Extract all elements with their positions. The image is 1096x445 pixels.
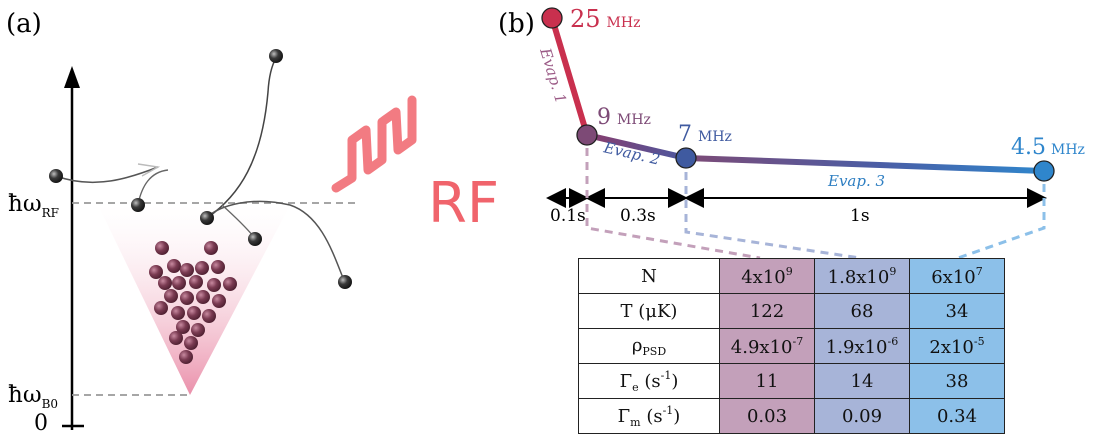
results-table: N 4x109 1.8x109 6x107 T (μK) 122 68 34 ρ… bbox=[578, 258, 1005, 434]
b0-level-label: ħωB0 bbox=[8, 382, 58, 411]
connector-stage-2 bbox=[684, 172, 861, 260]
evap-3-path bbox=[683, 155, 1047, 174]
cell: 34 bbox=[909, 293, 1005, 329]
row-label-gamma-e: Γe (s-1) bbox=[578, 363, 720, 399]
trap-potential-cone bbox=[98, 205, 290, 395]
cell: 0.09 bbox=[814, 398, 910, 434]
row-label-n: N bbox=[578, 258, 720, 294]
rf-label: RF bbox=[428, 171, 499, 236]
trapped-atom-cloud bbox=[149, 241, 237, 364]
table-row: T (μK) 122 68 34 bbox=[578, 293, 1005, 329]
cell: 11 bbox=[719, 363, 815, 399]
frequency-point-25mhz bbox=[541, 7, 563, 29]
cell: 4x109 bbox=[719, 258, 815, 294]
duration-label-1: 0.1s bbox=[550, 206, 586, 226]
zero-label: 0 bbox=[34, 411, 48, 436]
duration-label-2: 0.3s bbox=[620, 206, 656, 226]
cell: 4.9x10-7 bbox=[719, 328, 815, 364]
cell: 0.34 bbox=[909, 398, 1005, 434]
table-row: N 4x109 1.8x109 6x107 bbox=[578, 258, 1005, 294]
energy-axis-arrowhead bbox=[64, 66, 80, 88]
escaping-atom bbox=[131, 198, 145, 212]
connector-stage-3 bbox=[957, 184, 1046, 260]
escaping-atom bbox=[200, 211, 214, 225]
frequency-point-4-5mhz bbox=[1033, 160, 1055, 182]
table-row: ρPSD 4.9x10-7 1.9x10-6 2x10-5 bbox=[578, 328, 1005, 364]
trajectory-left-arrowhead bbox=[137, 163, 161, 177]
cell: 1.9x10-6 bbox=[814, 328, 910, 364]
cell: 6x107 bbox=[909, 258, 1005, 294]
cell: 2x10-5 bbox=[909, 328, 1005, 364]
rf-level-label: ħωRF bbox=[8, 191, 59, 220]
frequency-point-7mhz bbox=[675, 147, 697, 169]
row-label-psd: ρPSD bbox=[578, 328, 720, 364]
escaping-atom bbox=[49, 169, 63, 183]
cell: 14 bbox=[814, 363, 910, 399]
escaping-atom bbox=[338, 275, 352, 289]
evap-2-path bbox=[584, 132, 689, 161]
trajectory-right bbox=[205, 200, 344, 279]
panel-a-label: (a) bbox=[6, 9, 42, 39]
table-row: Γm (s-1) 0.03 0.09 0.34 bbox=[578, 398, 1005, 434]
rf-wave-icon bbox=[331, 95, 417, 193]
cell: 1.8x109 bbox=[814, 258, 910, 294]
cell: 0.03 bbox=[719, 398, 815, 434]
results-table-wrap: N 4x109 1.8x109 6x107 T (μK) 122 68 34 ρ… bbox=[578, 258, 1005, 434]
row-label-gamma-m: Γm (s-1) bbox=[578, 398, 720, 434]
cell: 38 bbox=[909, 363, 1005, 399]
evap-1-path bbox=[549, 15, 590, 138]
cell: 68 bbox=[814, 293, 910, 329]
duration-label-3: 1s bbox=[850, 206, 870, 226]
escaping-atom bbox=[248, 232, 262, 246]
trajectory-up bbox=[206, 57, 277, 219]
escaping-atom bbox=[269, 49, 283, 63]
row-label-temperature: T (μK) bbox=[578, 293, 720, 329]
trajectory-left bbox=[55, 166, 159, 184]
connector-stage-1 bbox=[585, 148, 761, 260]
cell: 122 bbox=[719, 293, 815, 329]
table-row: Γe (s-1) 11 14 38 bbox=[578, 363, 1005, 399]
stage-label-evap-3: Evap. 3 bbox=[827, 172, 885, 190]
frequency-point-9mhz bbox=[576, 124, 598, 146]
panel-b-label: (b) bbox=[498, 9, 535, 39]
